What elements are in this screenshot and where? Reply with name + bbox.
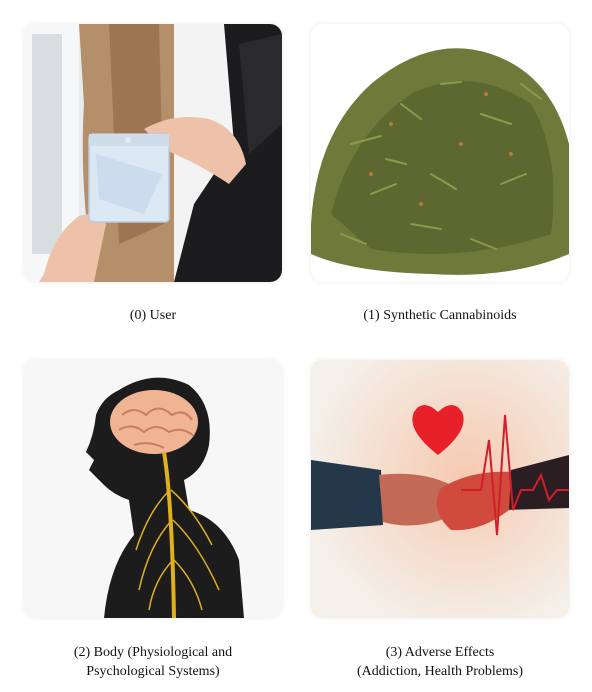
panel-caption: (3) Adverse Effects (Addiction, Health P… [356,645,524,679]
herb-pile-photo [311,24,569,282]
brain-nervous-system-image [24,360,282,618]
panel-caption: (2) Body (Physiological and Psychologica… [73,645,233,679]
panel-caption: (1) Synthetic Cannabinoids [363,308,517,323]
panel-caption: (0) User [129,308,177,323]
handshake-heartbeat-image [311,360,569,618]
user-photo [24,24,282,282]
